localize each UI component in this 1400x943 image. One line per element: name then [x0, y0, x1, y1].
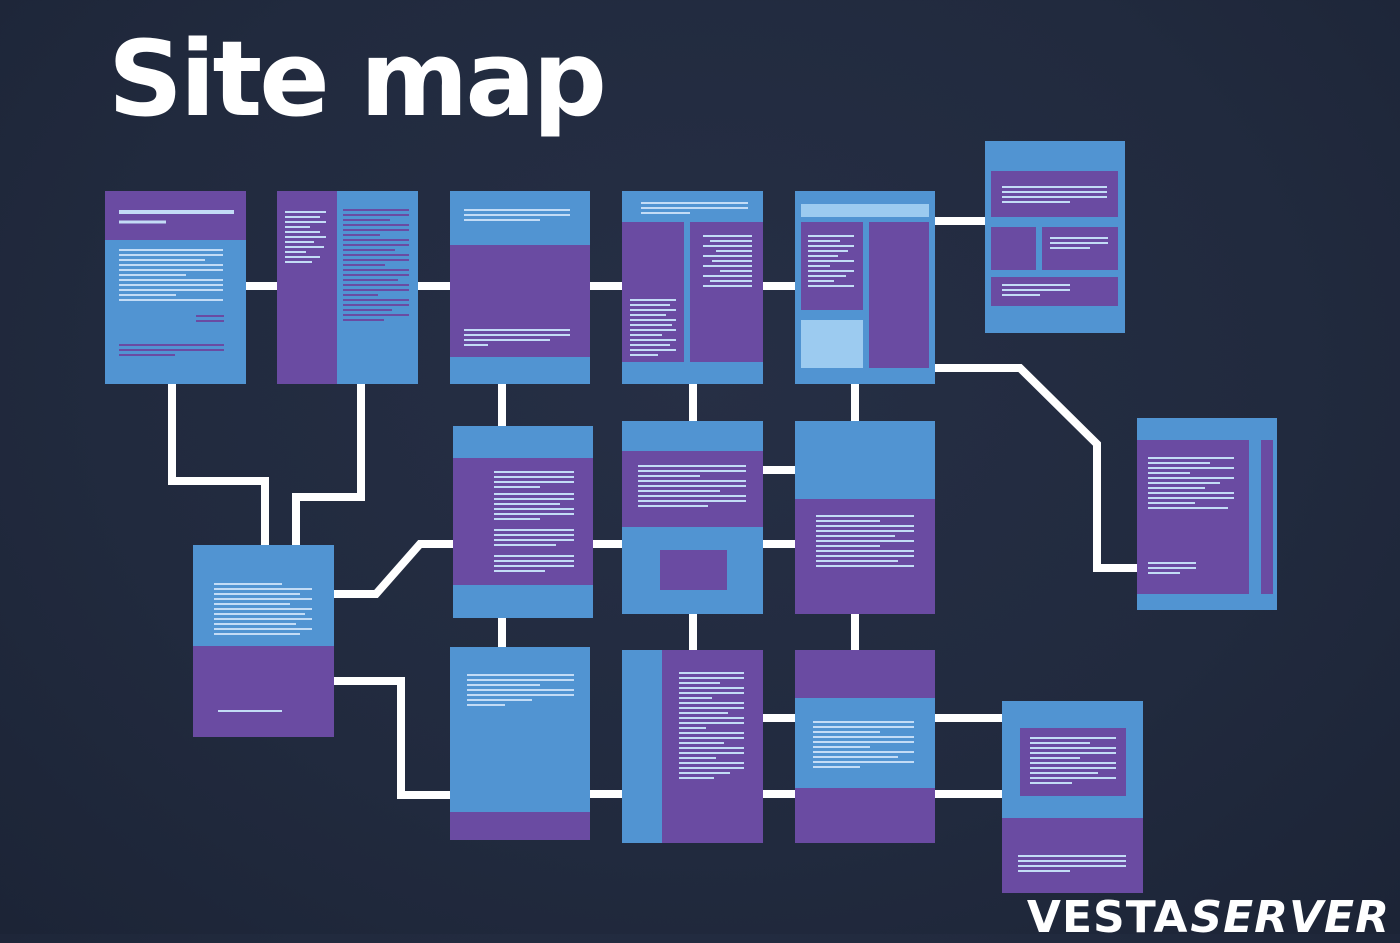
- connector: [168, 384, 269, 545]
- page-card: [1137, 418, 1277, 610]
- page-card: [622, 421, 763, 614]
- page-card: [795, 421, 935, 614]
- page-card: [795, 650, 935, 843]
- connector: [935, 364, 1137, 572]
- connector: [292, 384, 365, 545]
- page-card: [795, 191, 935, 384]
- page-card: [193, 545, 334, 737]
- logo-word-server: SERVER: [1190, 892, 1390, 943]
- page-card: [450, 191, 590, 384]
- connector: [334, 677, 450, 799]
- page-card: [450, 647, 590, 840]
- page-card: [622, 650, 763, 843]
- connectors: [168, 217, 1137, 799]
- logo-word-vesta: VESTA: [1026, 892, 1189, 943]
- vestaserver-logo: VESTASERVER: [1027, 896, 1390, 940]
- page-card: [622, 191, 763, 384]
- connector: [334, 540, 453, 598]
- page-title: Site map: [108, 18, 607, 140]
- page-card: [277, 191, 418, 384]
- page-card: [1002, 701, 1143, 893]
- page-card: [985, 141, 1125, 333]
- page-card: [105, 191, 246, 384]
- page-card: [453, 426, 593, 618]
